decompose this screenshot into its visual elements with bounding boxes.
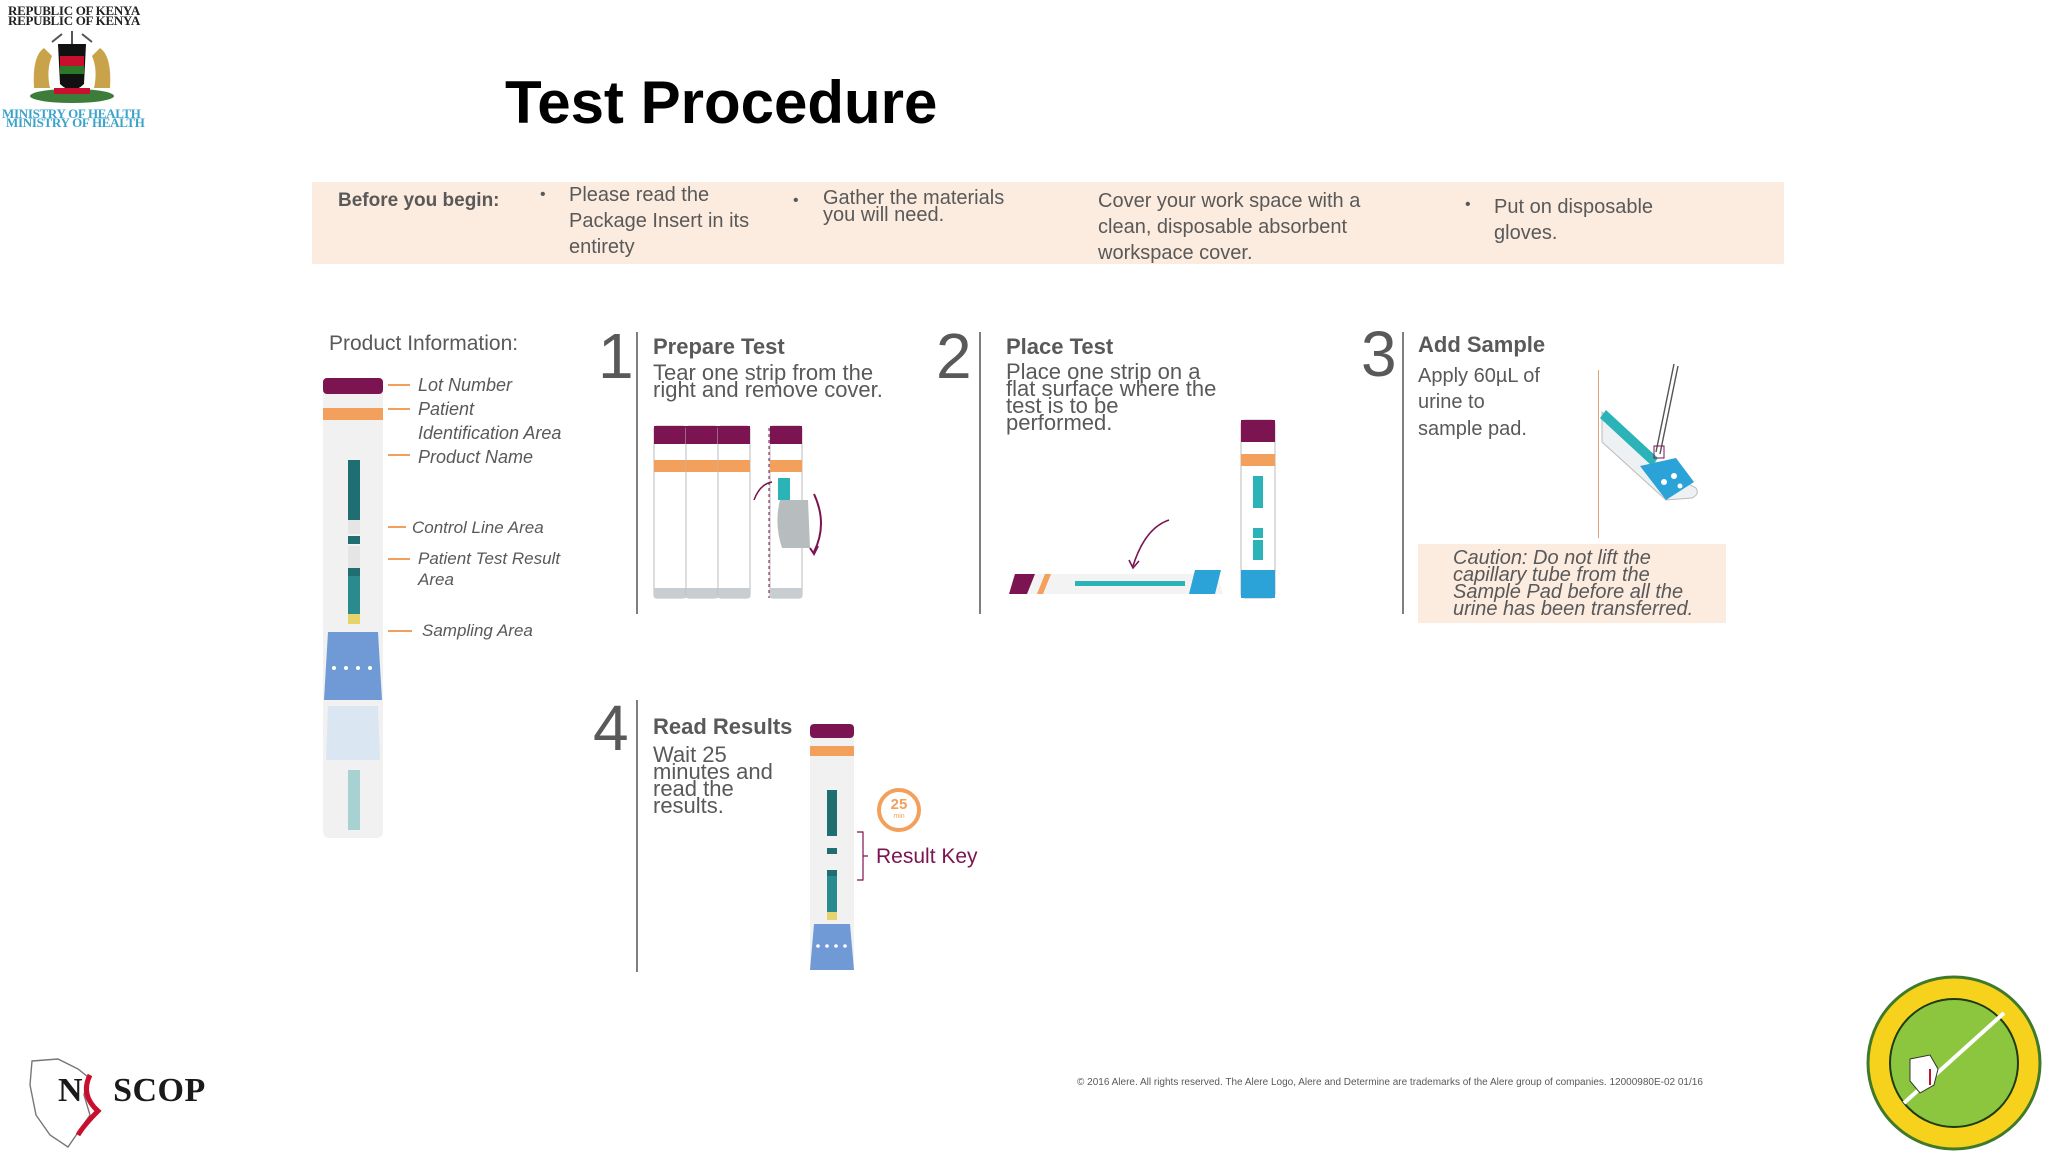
- step-text: Place one strip on a: [1006, 359, 1201, 384]
- label-pointer: [388, 558, 410, 560]
- result-key-bracket: [857, 831, 868, 881]
- timer-ring-icon: [877, 788, 921, 832]
- step-divider: [1598, 370, 1599, 538]
- step-number: 2: [936, 320, 972, 392]
- result-key-label: Result Key: [876, 845, 978, 868]
- step-number: 1: [598, 320, 634, 392]
- nascop-part: N: [58, 1072, 84, 1109]
- step-divider: [979, 332, 981, 614]
- step-text: test is to be: [1006, 393, 1119, 418]
- republic-label: REPUBLIC OF KENYA: [8, 13, 140, 28]
- timer-unit: min: [893, 813, 905, 820]
- step-text: performed.: [1006, 410, 1113, 435]
- step-text: sample pad.: [1418, 418, 1527, 440]
- patient-id-label: Identification Area: [418, 423, 562, 443]
- patient-result-label: Patient Test Result: [418, 549, 561, 568]
- step-text: Tear one strip from the: [653, 360, 874, 385]
- kenya-map-icon: [29, 1058, 102, 1148]
- step-title: Add Sample: [1418, 332, 1546, 357]
- product-information-title: Product Information:: [329, 332, 519, 355]
- step-divider: [636, 700, 638, 972]
- read-result-strip: [810, 724, 854, 970]
- patient-result-label: Area: [418, 570, 454, 589]
- product-name-label: Product Name: [418, 447, 534, 467]
- add-sample-illustration: [1600, 363, 1698, 501]
- step-title: Place Test: [1006, 334, 1114, 359]
- step-text: results.: [653, 793, 724, 818]
- bullet-icon: •: [1465, 196, 1471, 213]
- timer-value: 25: [890, 796, 908, 813]
- label-pointer: [388, 526, 406, 528]
- nascop-part: SCOP: [113, 1072, 206, 1109]
- step-number: 3: [1361, 318, 1397, 390]
- step-text: Wait 25: [653, 742, 727, 767]
- sampling-area-label: Sampling Area: [422, 621, 533, 640]
- page-title: Test Procedure: [505, 69, 938, 136]
- caution-text: capillary tube from the: [1453, 564, 1650, 586]
- before-item-gloves: Put on disposable gloves.: [1494, 196, 1654, 244]
- bullet-icon: •: [793, 192, 799, 209]
- caution-text: Caution: Do not lift the: [1453, 547, 1651, 569]
- caution-box: Caution: Do not lift the capillary tube …: [1418, 544, 1726, 623]
- republic-label: REPUBLIC OF KENYA: [8, 3, 140, 18]
- nascop-logo: N SCOP: [28, 1055, 208, 1150]
- step-text: urine to: [1418, 391, 1485, 413]
- ministry-label: MINISTRY OF HEALTH: [2, 106, 141, 121]
- nascop-wordmark: N SCOP: [58, 1072, 206, 1110]
- ministry-of-health-tb-programme-seal: [1866, 975, 2042, 1151]
- coat-of-arms-icon: [30, 31, 114, 103]
- before-you-begin-band: Before you begin: • Please read the Pack…: [312, 182, 1784, 264]
- step-divider: [636, 332, 638, 614]
- before-item-gather-materials: Gather the materials you will need.: [823, 187, 1005, 226]
- copyright-text: © 2016 Alere. All rights reserved. The A…: [1077, 1077, 1703, 1088]
- kenya-coat-of-arms-logo: REPUBLIC OF KENYA REPUBLIC OF KENYA MINI…: [0, 0, 165, 160]
- step-text: read the: [653, 776, 734, 801]
- label-pointer: [388, 454, 410, 456]
- step-text: right and remove cover.: [653, 377, 883, 402]
- test-strip-diagram: [323, 378, 383, 838]
- step-number: 4: [593, 692, 629, 764]
- ministry-label: MINISTRY OF HEALTH: [6, 115, 145, 130]
- caution-text: urine has been transferred.: [1453, 598, 1694, 620]
- caution-text: Sample Pad before all the: [1453, 581, 1684, 603]
- lot-number-label: Lot Number: [418, 375, 513, 395]
- step-divider: [1402, 332, 1404, 614]
- place-strip-illustration: [1009, 419, 1276, 599]
- step-text: Apply 60µL of: [1418, 365, 1540, 387]
- before-item-cover-workspace: Cover your work space with a clean, disp…: [1098, 190, 1361, 264]
- label-pointer: [388, 630, 412, 632]
- step-text: minutes and: [653, 759, 773, 784]
- control-line-label: Control Line Area: [412, 518, 544, 537]
- patient-id-label: Patient: [418, 399, 475, 419]
- tear-strip-illustration: [653, 425, 822, 599]
- step-text: flat surface where the: [1006, 376, 1217, 401]
- label-pointer: [388, 384, 410, 386]
- step-title: Prepare Test: [653, 334, 785, 359]
- before-item-read-insert: Please read the Package Insert in its en…: [569, 184, 750, 258]
- step-title: Read Results: [653, 714, 793, 739]
- before-you-begin-heading: Before you begin:: [338, 190, 500, 211]
- bullet-icon: •: [540, 186, 546, 203]
- label-pointer: [388, 408, 410, 410]
- timer-icon: 25 min: [876, 787, 922, 833]
